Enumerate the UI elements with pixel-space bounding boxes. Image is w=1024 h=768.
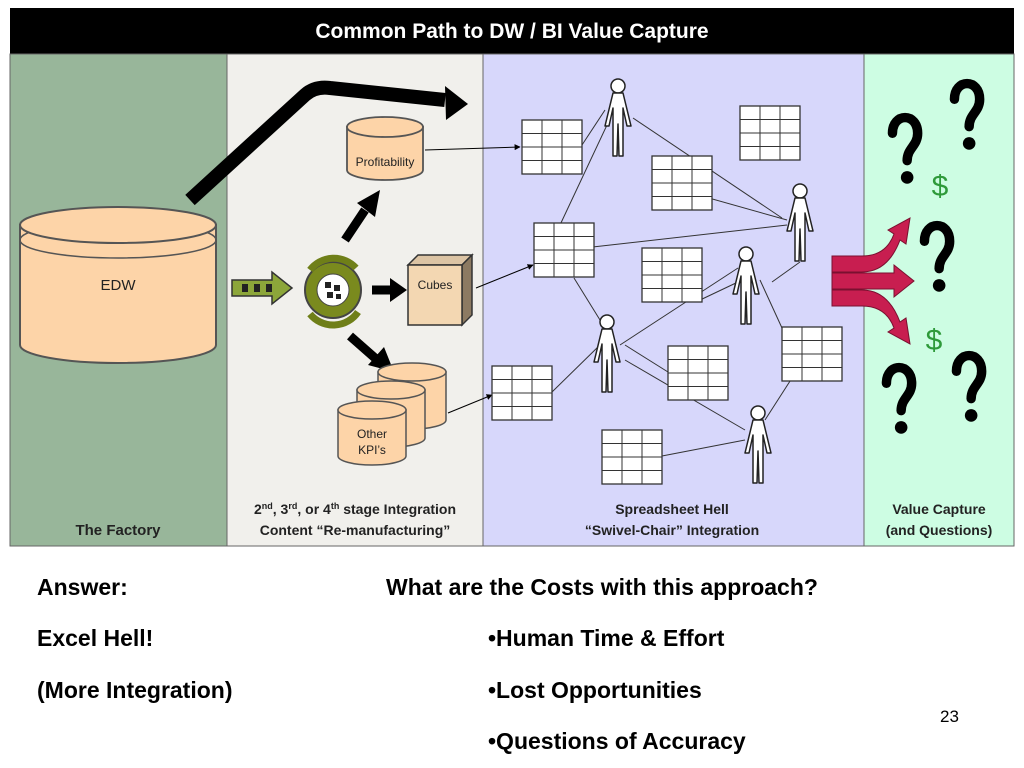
profitability-cylinder-icon xyxy=(346,116,424,181)
kpi-cylinders-icon xyxy=(337,362,447,466)
spreadsheet-grid xyxy=(641,247,703,303)
dollar-sign-icon: $ xyxy=(926,324,943,357)
value-label-line1: Value Capture xyxy=(892,501,986,517)
spreadsheet-grid xyxy=(739,105,801,161)
spreadsheet-label-line2: “Swivel-Chair” Integration xyxy=(585,522,759,538)
question-mark-icon xyxy=(887,113,923,184)
kpi-label-line2: KPI’s xyxy=(358,443,386,457)
cost-bullet: •Questions of Accuracy xyxy=(488,728,746,754)
answer-label: Answer: xyxy=(37,574,128,600)
spreadsheet-grid xyxy=(781,326,843,382)
kpi-label-line1: Other xyxy=(357,427,387,441)
spreadsheet-grid xyxy=(667,345,729,401)
big-flow-arrow xyxy=(185,80,468,206)
value-arrow-top xyxy=(831,217,911,273)
integration-label-line1: 2nd, 3rd, or 4th stage Integration xyxy=(254,501,456,517)
edw-label: EDW xyxy=(101,277,137,294)
cubes-label: Cubes xyxy=(418,278,453,292)
cost-bullet: •Lost Opportunities xyxy=(488,677,702,703)
question-mark-icon xyxy=(881,363,917,434)
input-stream-arrow xyxy=(231,270,294,306)
cost-bullet: •Human Time & Effort xyxy=(488,625,725,651)
value-arrow-middle xyxy=(831,263,915,299)
question-mark-icon xyxy=(949,79,985,150)
spreadsheet-grid xyxy=(533,222,595,278)
profitability-label: Profitability xyxy=(356,155,415,169)
spreadsheet-grid xyxy=(651,155,713,211)
link-cubes xyxy=(475,264,534,289)
value-label-line2: (and Questions) xyxy=(886,522,993,538)
arrow-to-profitability xyxy=(341,190,380,243)
costs-question: What are the Costs with this approach? xyxy=(386,574,818,600)
spreadsheet-grid xyxy=(521,119,583,175)
spreadsheet-grid xyxy=(601,429,663,485)
dw-bi-value-diagram: Common Path to DW / BI Value Capture The… xyxy=(9,8,1015,547)
cube-icon xyxy=(406,253,474,327)
value-arrow-bottom xyxy=(831,289,911,345)
answer-line-2: (More Integration) xyxy=(37,677,233,703)
edw-database-icon xyxy=(19,206,217,364)
link-kpis xyxy=(447,394,493,414)
question-mark-icon xyxy=(919,221,955,292)
arrow-to-cubes xyxy=(372,278,407,302)
answer-line-1: Excel Hell! xyxy=(37,625,154,651)
question-mark-icon xyxy=(951,351,987,422)
title-bar xyxy=(10,8,1014,54)
spreadsheet-grid xyxy=(491,365,553,421)
diagram-title: Common Path to DW / BI Value Capture xyxy=(315,20,708,43)
spreadsheet-label-line1: Spreadsheet Hell xyxy=(615,501,729,517)
page-number: 23 xyxy=(940,707,959,726)
link-profitability xyxy=(424,144,521,151)
recycle-gear-icon xyxy=(304,254,362,329)
dollar-sign-icon: $ xyxy=(932,170,949,203)
factory-label: The Factory xyxy=(75,522,161,539)
integration-label-line2: Content “Re-manufacturing” xyxy=(260,522,451,538)
